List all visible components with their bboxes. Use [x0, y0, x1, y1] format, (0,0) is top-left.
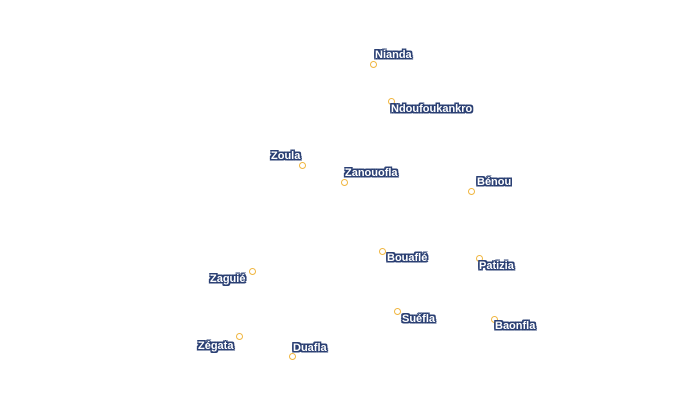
location-marker-icon[interactable] — [468, 188, 475, 195]
place-label: Suéfla — [402, 313, 436, 325]
place-label: Zoula — [271, 150, 301, 162]
place-label: Bouaflé — [387, 252, 428, 264]
location-marker-icon[interactable] — [388, 98, 395, 105]
place-label: Patizia — [479, 260, 514, 272]
location-marker-icon[interactable] — [379, 248, 386, 255]
location-marker-icon[interactable] — [289, 353, 296, 360]
place-label: Baonfla — [495, 320, 536, 332]
place-label: Bénou — [477, 176, 512, 188]
location-marker-icon[interactable] — [236, 333, 243, 340]
location-marker-icon[interactable] — [370, 61, 377, 68]
place-label: Zégata — [198, 340, 234, 352]
location-marker-icon[interactable] — [249, 268, 256, 275]
place-label: Zanouofla — [345, 167, 398, 179]
location-marker-icon[interactable] — [491, 316, 498, 323]
place-label: Duafla — [293, 342, 327, 354]
location-marker-icon[interactable] — [476, 255, 483, 262]
location-marker-icon[interactable] — [341, 179, 348, 186]
location-marker-icon[interactable] — [394, 308, 401, 315]
place-label: Ndoufoukankro — [391, 103, 473, 115]
location-marker-icon[interactable] — [299, 162, 306, 169]
place-label: Nianda — [375, 49, 412, 61]
place-label: Zaguié — [210, 273, 246, 285]
